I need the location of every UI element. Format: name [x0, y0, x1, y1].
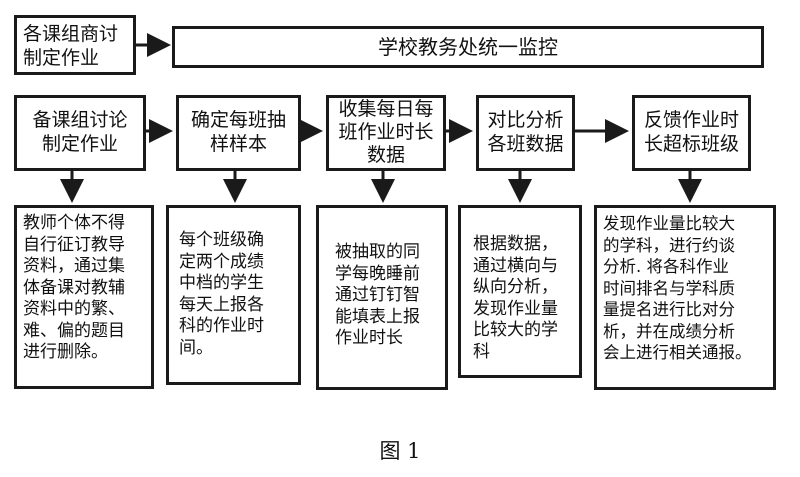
detail-5-line-3: 分析. 将各科作业 [603, 257, 729, 276]
detail-box-1: 教师个体不得 自行征订教导 资料，通过集 体备课对教辅 资料中的繁、 难、偏的题… [14, 205, 154, 389]
detail-4-line-3: 纵向分析， [473, 277, 558, 297]
detail-5-line-2: 的学科，进行约谈 [603, 235, 735, 255]
step-2-line-1: 确定每班抽 [190, 109, 286, 131]
detail-2-line-5: 科的作业时 [179, 316, 264, 336]
top-left-line-1: 各课组商讨 [23, 23, 119, 45]
top-left-box: 各课组商讨 制定作业 [14, 15, 136, 75]
detail-2-line-6: 间。 [179, 337, 213, 358]
figure-caption: 图 1 [379, 439, 421, 463]
detail-3-line-1: 被抽取的同 [335, 242, 420, 262]
detail-4-line-5: 比较大的学 [473, 320, 558, 340]
detail-5-line-1: 发现作业量比较大 [603, 214, 735, 233]
step-1-line-2: 制定作业 [41, 133, 118, 155]
detail-1-line-3: 资料，通过集 [23, 256, 125, 276]
step-box-1: 备课组讨论 制定作业 [14, 95, 146, 171]
step-5-line-2: 长超标班级 [643, 133, 739, 155]
detail-2-line-1: 每个班级确 [179, 230, 264, 250]
detail-4-line-2: 通过横向与 [473, 255, 558, 276]
detail-2-line-4: 每天上报各 [179, 294, 264, 315]
detail-box-4: 根据数据， 通过横向与 纵向分析， 发现作业量 比较大的学 科 [458, 205, 582, 378]
detail-4-line-6: 科 [473, 341, 490, 362]
detail-box-2: 每个班级确 定两个成绩 中档的学生 每天上报各 科的作业时 间。 [166, 205, 301, 385]
step-box-4: 对比分析 各班数据 [476, 95, 575, 171]
top-left-line-2: 制定作业 [23, 47, 100, 69]
detail-4-line-1: 根据数据， [473, 234, 558, 254]
detail-1-line-2: 自行征订教导 [23, 234, 125, 255]
step-box-3: 收集每日每 班作业时长 数据 [326, 95, 446, 171]
detail-2-line-3: 中档的学生 [179, 273, 264, 293]
detail-3-line-2: 学每晚睡前 [335, 263, 420, 284]
detail-5-line-5: 量提名进行比对分 [603, 300, 735, 319]
detail-box-3: 被抽取的同 学每晚睡前 通过钉钉智 能填表上报 作业时长 [316, 205, 448, 390]
step-3-line-1: 收集每日每 [338, 98, 434, 120]
detail-1-line-1: 教师个体不得 [23, 213, 125, 233]
step-2-line-2: 样样本 [209, 133, 267, 155]
detail-box-5: 发现作业量比较大 的学科，进行约谈 分析. 将各科作业 时间排名与学科质 量提名… [594, 205, 776, 390]
detail-5-line-6: 析，并在成绩分析 [603, 321, 735, 341]
detail-3-line-5: 作业时长 [335, 328, 403, 348]
detail-1-line-4: 体备课对教辅 [23, 277, 125, 298]
detail-1-line-6: 难、偏的题目 [23, 320, 125, 341]
detail-4-line-4: 发现作业量 [473, 298, 558, 319]
step-4-line-1: 对比分析 [487, 109, 564, 131]
step-4-line-2: 各班数据 [487, 133, 564, 155]
banner-text: 学校教务处统一监控 [378, 35, 558, 59]
detail-5-line-7: 会上进行相关通报。 [603, 343, 752, 362]
step-3-line-2: 班作业时长 [338, 121, 434, 143]
detail-1-line-5: 资料中的繁、 [23, 299, 125, 319]
step-1-line-1: 备课组讨论 [32, 109, 128, 131]
step-3-line-3: 数据 [366, 144, 405, 166]
step-box-5: 反馈作业时 长超标班级 [632, 95, 751, 171]
banner-box: 学校教务处统一监控 [172, 26, 764, 68]
detail-5-line-4: 时间排名与学科质 [603, 278, 735, 298]
detail-3-line-4: 能填表上报 [335, 306, 420, 327]
step-5-line-1: 反馈作业时 [643, 109, 739, 131]
detail-2-line-2: 定两个成绩 [179, 251, 264, 272]
detail-1-line-7: 进行删除。 [23, 342, 108, 362]
detail-3-line-3: 通过钉钉智 [335, 285, 420, 305]
step-box-2: 确定每班抽 样样本 [176, 95, 301, 171]
